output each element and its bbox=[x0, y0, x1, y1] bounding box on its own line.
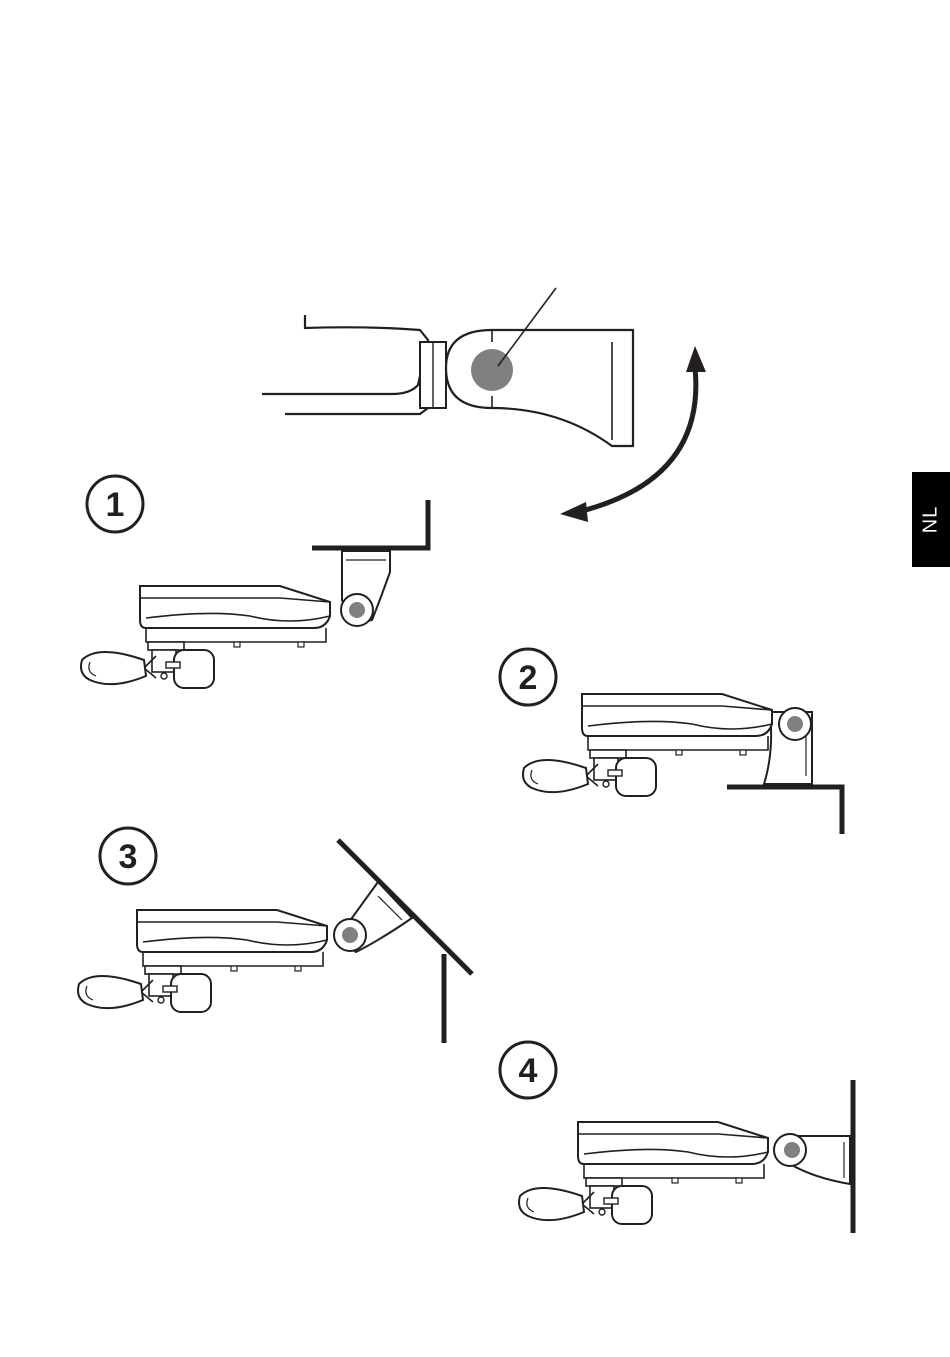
step-3-badge: 3 bbox=[100, 828, 156, 884]
step-4-wall-mount: 4 bbox=[500, 1042, 853, 1233]
svg-text:3: 3 bbox=[119, 838, 138, 876]
step-2-table-mount: 2 bbox=[500, 649, 842, 834]
step-4-badge: 4 bbox=[500, 1042, 556, 1098]
svg-text:4: 4 bbox=[519, 1052, 538, 1090]
step-3-slanted-mount: 3 bbox=[78, 828, 472, 1043]
svg-text:1: 1 bbox=[106, 486, 125, 524]
step-2-badge: 2 bbox=[500, 649, 556, 705]
step-1-badge: 1 bbox=[87, 476, 143, 532]
svg-text:2: 2 bbox=[519, 659, 538, 697]
step-1-ceiling-mount: 1 bbox=[81, 476, 428, 688]
language-tab: NL bbox=[912, 472, 950, 567]
pivot-closeup bbox=[262, 288, 633, 446]
language-tab-label: NL bbox=[919, 506, 942, 534]
